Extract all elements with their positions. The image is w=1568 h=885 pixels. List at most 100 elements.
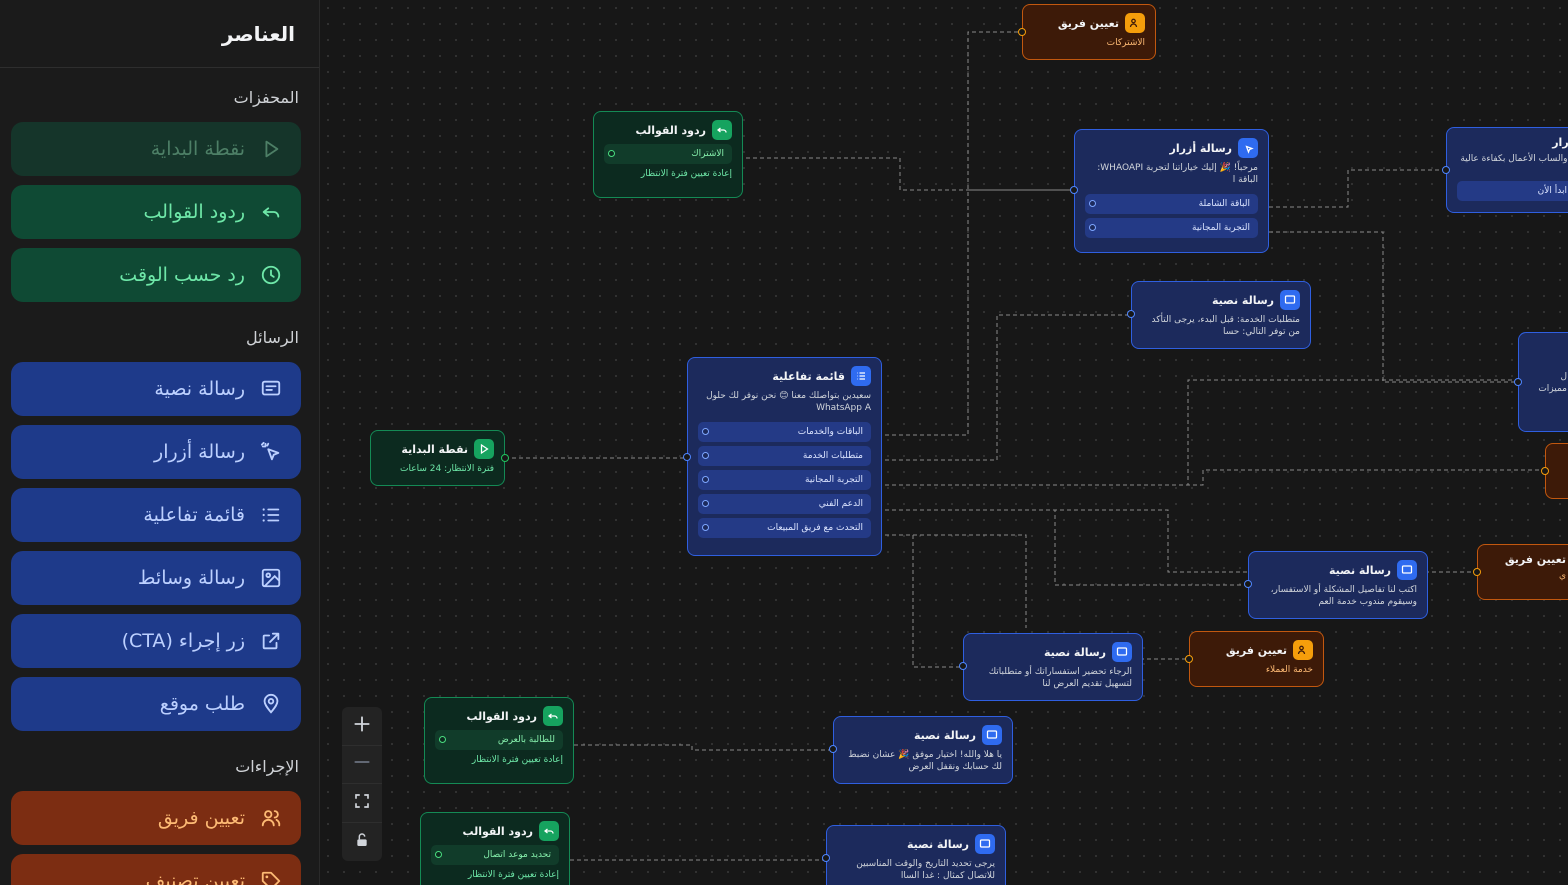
sidebar-item-assign-team[interactable]: تعيين فريق	[11, 791, 301, 845]
node-title: تعيين فريق	[1057, 16, 1119, 30]
output-handle[interactable]	[702, 524, 709, 532]
zoom-out-button[interactable]	[342, 746, 382, 784]
input-handle[interactable]	[683, 453, 691, 461]
sidebar-item-time-reply[interactable]: رد حسب الوقت	[11, 248, 301, 302]
plus-icon	[352, 714, 372, 738]
input-handle[interactable]	[1442, 166, 1450, 174]
node-title: قائمة تفاعلية	[772, 369, 845, 383]
minus-icon	[352, 752, 372, 776]
users-icon	[1125, 13, 1145, 33]
zoom-in-button[interactable]	[342, 707, 382, 746]
sidebar-item-button-message[interactable]: رسالة أزرار	[11, 425, 301, 479]
edge	[885, 469, 1545, 486]
input-handle[interactable]	[1514, 378, 1522, 386]
output-handle[interactable]	[702, 452, 709, 460]
node-subtitle: خدمة العملاء	[1265, 665, 1313, 675]
button-option[interactable]: ابدأ الأن	[1457, 181, 1568, 202]
option-label: الدعم الفني	[818, 499, 863, 510]
assign-team-node-subscriptions[interactable]: تعيين فريق الاشتركات	[1018, 4, 1156, 60]
text-message-node-schedule[interactable]: رسالة نصية يرجى تحديد التاريخ والوقت الم…	[822, 825, 1006, 885]
output-handle[interactable]	[702, 428, 709, 436]
sidebar-item-assign-category[interactable]: تعيين تصنيف	[11, 854, 301, 885]
list-option[interactable]: التحدث مع فريق المبيعات	[698, 518, 871, 539]
input-handle[interactable]	[1541, 467, 1549, 475]
template-replies-node-2[interactable]: ردود القوالب للطالبة بالعرض إعادة تعيين …	[424, 697, 574, 784]
input-handle[interactable]	[1185, 655, 1193, 663]
output-handle[interactable]	[608, 150, 615, 157]
node-body: يا هلا والله! اختيار موفق 🎉 عشان نضبط لك…	[848, 750, 1002, 773]
sidebar-item-text-message[interactable]: رسالة نصية	[11, 362, 301, 416]
template-replies-node[interactable]: ردود القوالب الاشتراك إعادة تعيين فترة ا…	[593, 111, 743, 198]
reply-icon	[712, 120, 732, 140]
node-title: رسالة نصية	[1211, 293, 1274, 307]
input-handle[interactable]	[1127, 310, 1135, 318]
fit-view-button[interactable]	[342, 784, 382, 823]
sidebar-item-location-request[interactable]: طلب موقع	[11, 677, 301, 731]
output-handle[interactable]	[501, 454, 509, 462]
option-label: التجربة المجانية	[805, 475, 863, 486]
button-message-node-partial[interactable]: زرار ة والساب الأعمال بكفاءة عالية م ابد…	[1442, 127, 1568, 213]
output-handle[interactable]	[435, 851, 442, 858]
output-handle[interactable]	[1089, 224, 1096, 232]
flow-canvas[interactable]: تعيين فريق الاشتركات ردود القوالب الاشتر…	[320, 0, 1568, 885]
lock-button[interactable]	[342, 823, 382, 862]
sidebar-item-start[interactable]: نقطة البداية	[11, 122, 301, 176]
reply-icon	[259, 200, 283, 224]
option-label: الباقة الشاملة	[1198, 199, 1250, 210]
button-message-node[interactable]: رسالة أزرار مرحباً! 🎉 إليك خياراتنا لتجر…	[1070, 129, 1269, 253]
node-title: رسالة أزرار	[1169, 141, 1232, 155]
assign-team-node-partial[interactable]	[1541, 443, 1568, 499]
text-message-node-sales[interactable]: رسالة نصية الرجاء تحضير استفساراتك أو مت…	[959, 633, 1143, 701]
input-handle[interactable]	[822, 854, 830, 862]
template-option[interactable]: للطالبة بالعرض	[435, 730, 563, 750]
template-option[interactable]: تحديد موعد اتصال	[431, 845, 559, 865]
node-title: رسالة نصية	[1043, 645, 1106, 659]
node-title: تعيين فريق	[1504, 553, 1566, 566]
input-handle[interactable]	[959, 662, 967, 670]
list-icon	[259, 503, 283, 527]
users-icon	[1293, 640, 1313, 660]
start-node[interactable]: نقطة البداية فترة الانتظار: 24 ساعات	[370, 430, 509, 486]
sidebar-item-template-replies[interactable]: ردود القوالب	[11, 185, 301, 239]
list-option[interactable]: التجربة المجانية	[698, 470, 871, 491]
text-message-node-support[interactable]: رسالة نصية اكتب لنا تفاصيل المشكلة أو ال…	[1244, 551, 1428, 619]
button-option[interactable]: الباقة الشاملة	[1085, 194, 1258, 215]
output-handle[interactable]	[702, 476, 709, 484]
list-icon	[851, 366, 871, 386]
image-icon	[259, 566, 283, 590]
input-handle[interactable]	[829, 745, 837, 753]
sidebar-item-media-message[interactable]: رسالة وسائط	[11, 551, 301, 605]
output-handle[interactable]	[1089, 200, 1096, 208]
edges-layer	[505, 31, 1545, 861]
input-handle[interactable]	[1473, 568, 1481, 576]
sidebar-item-interactive-list[interactable]: قائمة تفاعلية	[11, 488, 301, 542]
template-option[interactable]: الاشتراك	[604, 144, 732, 164]
template-replies-node-3[interactable]: ردود القوالب تحديد موعد اتصال إعادة تعيي…	[420, 812, 570, 885]
interactive-list-node[interactable]: قائمة تفاعلية سعيدين بتواصلك معنا 😊 نحن …	[683, 357, 882, 556]
option-label: التجربة المجانية	[1192, 223, 1250, 234]
output-handle[interactable]	[702, 500, 709, 508]
list-option[interactable]: الباقات والخدمات	[698, 422, 871, 443]
list-option[interactable]: متطلبات الخدمة	[698, 446, 871, 467]
node-title: رسالة نصية	[1328, 563, 1391, 577]
text-message-node-offer[interactable]: رسالة نصية يا هلا والله! اختيار موفق 🎉 ع…	[829, 716, 1013, 784]
input-handle[interactable]	[1018, 28, 1026, 36]
assign-team-node-right[interactable]: تعيين فريق ي	[1473, 544, 1568, 600]
reply-icon	[543, 706, 563, 726]
text-message-node-requirements[interactable]: رسالة نصية متطلبات الخدمة: قبل البدء، ير…	[1127, 281, 1311, 349]
node-title: تعيين فريق	[1225, 643, 1287, 657]
assign-team-node-customers[interactable]: تعيين فريق خدمة العملاء	[1185, 631, 1324, 687]
option-label: الاشتراك	[691, 149, 724, 159]
button-option[interactable]: التجربة المجانية	[1085, 218, 1258, 239]
sidebar-divider	[0, 67, 319, 68]
edge	[885, 534, 963, 668]
sidebar-item-label: رسالة أزرار	[154, 441, 245, 463]
input-handle[interactable]	[1070, 186, 1078, 194]
input-handle[interactable]	[1244, 580, 1252, 588]
sidebar-item-cta-button[interactable]: زر إجراء (CTA)	[11, 614, 301, 668]
node-body: مرحباً! 🎉 إليك خياراتنا لتجربة WHAOAPI: …	[1097, 163, 1258, 186]
output-handle[interactable]	[439, 736, 446, 743]
message-icon	[259, 377, 283, 401]
node-partial-right[interactable]: ل مميزات	[1514, 332, 1568, 432]
list-option[interactable]: الدعم الفني	[698, 494, 871, 515]
